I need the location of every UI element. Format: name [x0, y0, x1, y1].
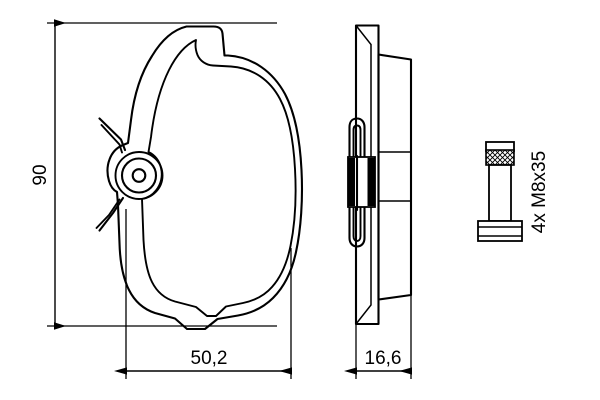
friction-material-outline [141, 39, 297, 317]
retaining-clip-lower-arm [98, 196, 125, 232]
thickness-dimension-label: 16,6 [365, 348, 402, 369]
retaining-clip-lower-arm-inner [95, 198, 121, 229]
front-view [95, 25, 304, 331]
bolt-head-flange [477, 220, 523, 242]
dimension-width-502: 50,2 [114, 209, 292, 379]
side-bracket-solid-right [367, 158, 375, 206]
dimension-height-90: 90 [30, 19, 277, 330]
side-backing-plate [354, 24, 380, 326]
retaining-clip-upper-arm [98, 117, 127, 152]
bolt-view: 4x M8x35 [477, 141, 550, 242]
pin-hole-circle [131, 168, 147, 183]
pin-boss-outer-circle [114, 151, 164, 200]
pin-boss-mid-circle [120, 157, 158, 194]
bolt-spec-label: 4x M8x35 [529, 151, 550, 233]
bolt-thread-hatched-section [485, 149, 515, 166]
width-dimension-label: 50,2 [191, 348, 228, 369]
retaining-clip-upper-arm-inner [100, 124, 123, 154]
backing-plate-outline [106, 25, 304, 331]
side-bracket-solid-left [348, 158, 355, 206]
bolt-shaft [488, 164, 512, 222]
height-dimension-label: 90 [30, 164, 51, 185]
dimension-thickness-166: 16,6 [344, 255, 412, 379]
